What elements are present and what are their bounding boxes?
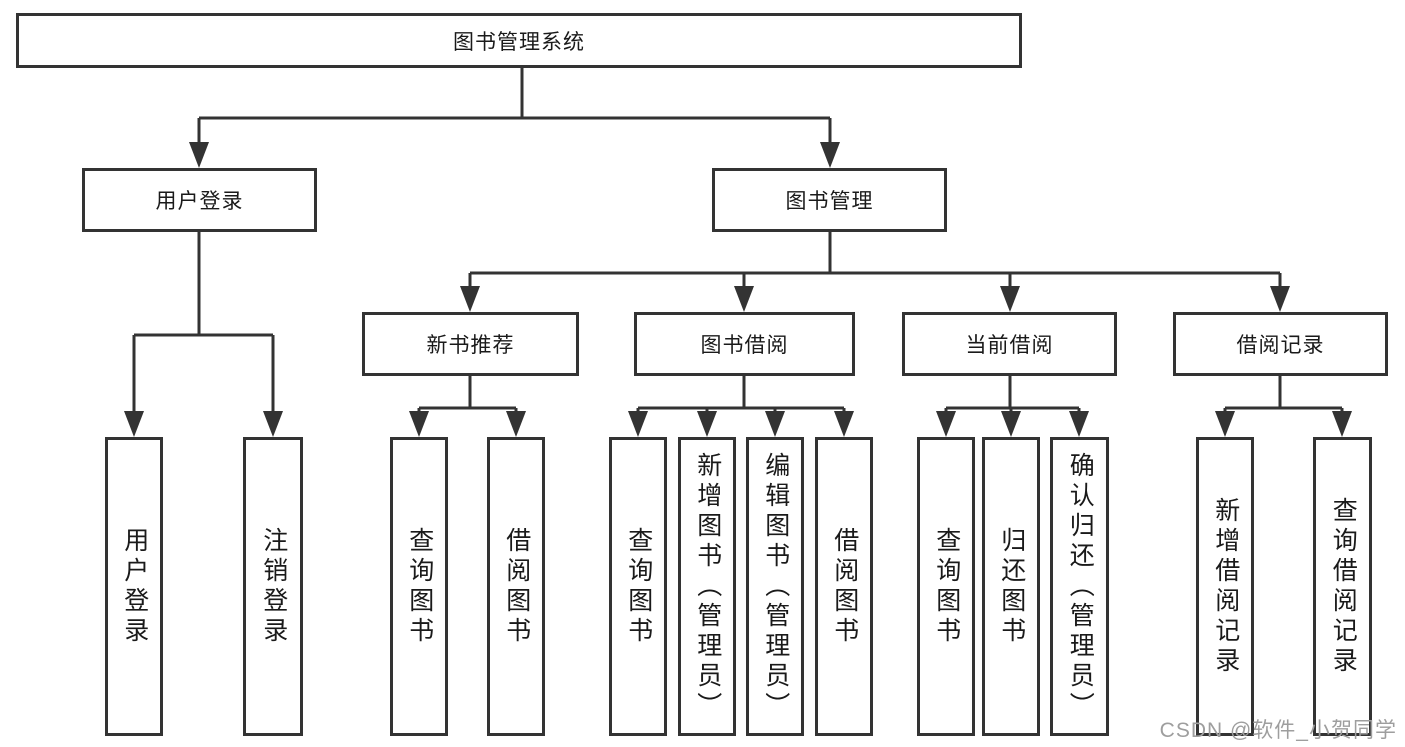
node-book-borrowing: 图书借阅 xyxy=(634,312,855,376)
node-label: 编辑图书（管理员） xyxy=(761,451,790,722)
node-book-management: 图书管理 xyxy=(712,168,947,232)
node-user-login-group: 用户登录 xyxy=(82,168,317,232)
arrowhead-icon xyxy=(409,411,429,437)
arrowhead-icon xyxy=(189,142,209,168)
leaf-user-login: 用户登录 xyxy=(105,437,163,736)
connector-borrowing-children xyxy=(628,376,854,437)
node-label: 确认归还（管理员） xyxy=(1066,451,1095,722)
node-book-management-system: 图书管理系统 xyxy=(16,13,1022,68)
node-label: 图书借阅 xyxy=(700,334,789,357)
arrowhead-icon xyxy=(936,411,956,437)
node-label: 图书管理系统 xyxy=(453,30,585,54)
node-label: 注销登录 xyxy=(259,526,288,647)
arrowhead-icon xyxy=(1215,411,1235,437)
leaf-edit-books-admin: 编辑图书（管理员） xyxy=(746,437,804,736)
node-new-book-recommend: 新书推荐 xyxy=(362,312,579,376)
connector-lines xyxy=(636,376,846,417)
leaf-query-books-current: 查询图书 xyxy=(917,437,975,736)
node-label: 借阅图书 xyxy=(830,526,859,647)
connector-book-mgmt-children xyxy=(460,232,1290,312)
leaf-add-borrow-record: 新增借阅记录 xyxy=(1196,437,1254,736)
node-label: 当前借阅 xyxy=(965,334,1054,357)
connector-recommend-children xyxy=(409,376,526,437)
node-label: 用户登录 xyxy=(120,526,149,647)
leaf-logout: 注销登录 xyxy=(243,437,303,736)
node-label: 借阅记录 xyxy=(1236,334,1325,357)
node-label: 新书推荐 xyxy=(426,334,515,357)
leaf-query-books-recommend: 查询图书 xyxy=(390,437,448,736)
connector-lines xyxy=(417,376,518,417)
connector-records-children xyxy=(1215,376,1352,437)
connector-root-to-level2 xyxy=(189,68,840,168)
arrowhead-icon xyxy=(506,411,526,437)
arrowhead-icon xyxy=(1270,286,1290,312)
arrowhead-icon xyxy=(820,142,840,168)
arrowhead-icon xyxy=(628,411,648,437)
connector-current-children xyxy=(936,376,1089,437)
node-label: 查询借阅记录 xyxy=(1329,496,1358,677)
connector-lines xyxy=(468,232,1282,292)
arrowhead-icon xyxy=(697,411,717,437)
arrowhead-icon xyxy=(734,286,754,312)
node-label: 查询图书 xyxy=(624,526,653,647)
leaf-borrow-books: 借阅图书 xyxy=(815,437,873,736)
leaf-confirm-return-admin: 确认归还（管理员） xyxy=(1050,437,1109,736)
node-label: 新增借阅记录 xyxy=(1211,496,1240,677)
arrowhead-icon xyxy=(1001,411,1021,437)
connector-lines xyxy=(944,376,1081,417)
node-label: 借阅图书 xyxy=(502,526,531,647)
node-label: 查询图书 xyxy=(932,526,961,647)
arrowhead-icon xyxy=(834,411,854,437)
node-label: 新增图书（管理员） xyxy=(693,451,722,722)
node-label: 用户登录 xyxy=(155,190,244,213)
connector-lines xyxy=(132,232,275,417)
connector-lines xyxy=(197,68,832,148)
arrowhead-icon xyxy=(1069,411,1089,437)
node-label: 归还图书 xyxy=(997,526,1026,647)
arrowhead-icon xyxy=(1332,411,1352,437)
leaf-add-books-admin: 新增图书（管理员） xyxy=(678,437,736,736)
leaf-query-books-borrowing: 查询图书 xyxy=(609,437,667,736)
connector-user-login-children xyxy=(124,232,283,437)
node-current-borrowing: 当前借阅 xyxy=(902,312,1117,376)
node-label: 图书管理 xyxy=(785,190,874,213)
leaf-borrow-books-recommend: 借阅图书 xyxy=(487,437,545,736)
csdn-watermark: CSDN @软件_小贺同学 xyxy=(1159,719,1397,742)
leaf-return-books: 归还图书 xyxy=(982,437,1040,736)
connector-lines xyxy=(1223,376,1344,417)
node-borrowing-records: 借阅记录 xyxy=(1173,312,1388,376)
arrowhead-icon xyxy=(460,286,480,312)
arrowhead-icon xyxy=(765,411,785,437)
node-label: 查询图书 xyxy=(405,526,434,647)
arrowhead-icon xyxy=(1000,286,1020,312)
arrowhead-icon xyxy=(124,411,144,437)
arrowhead-icon xyxy=(263,411,283,437)
leaf-query-borrow-record: 查询借阅记录 xyxy=(1313,437,1372,736)
